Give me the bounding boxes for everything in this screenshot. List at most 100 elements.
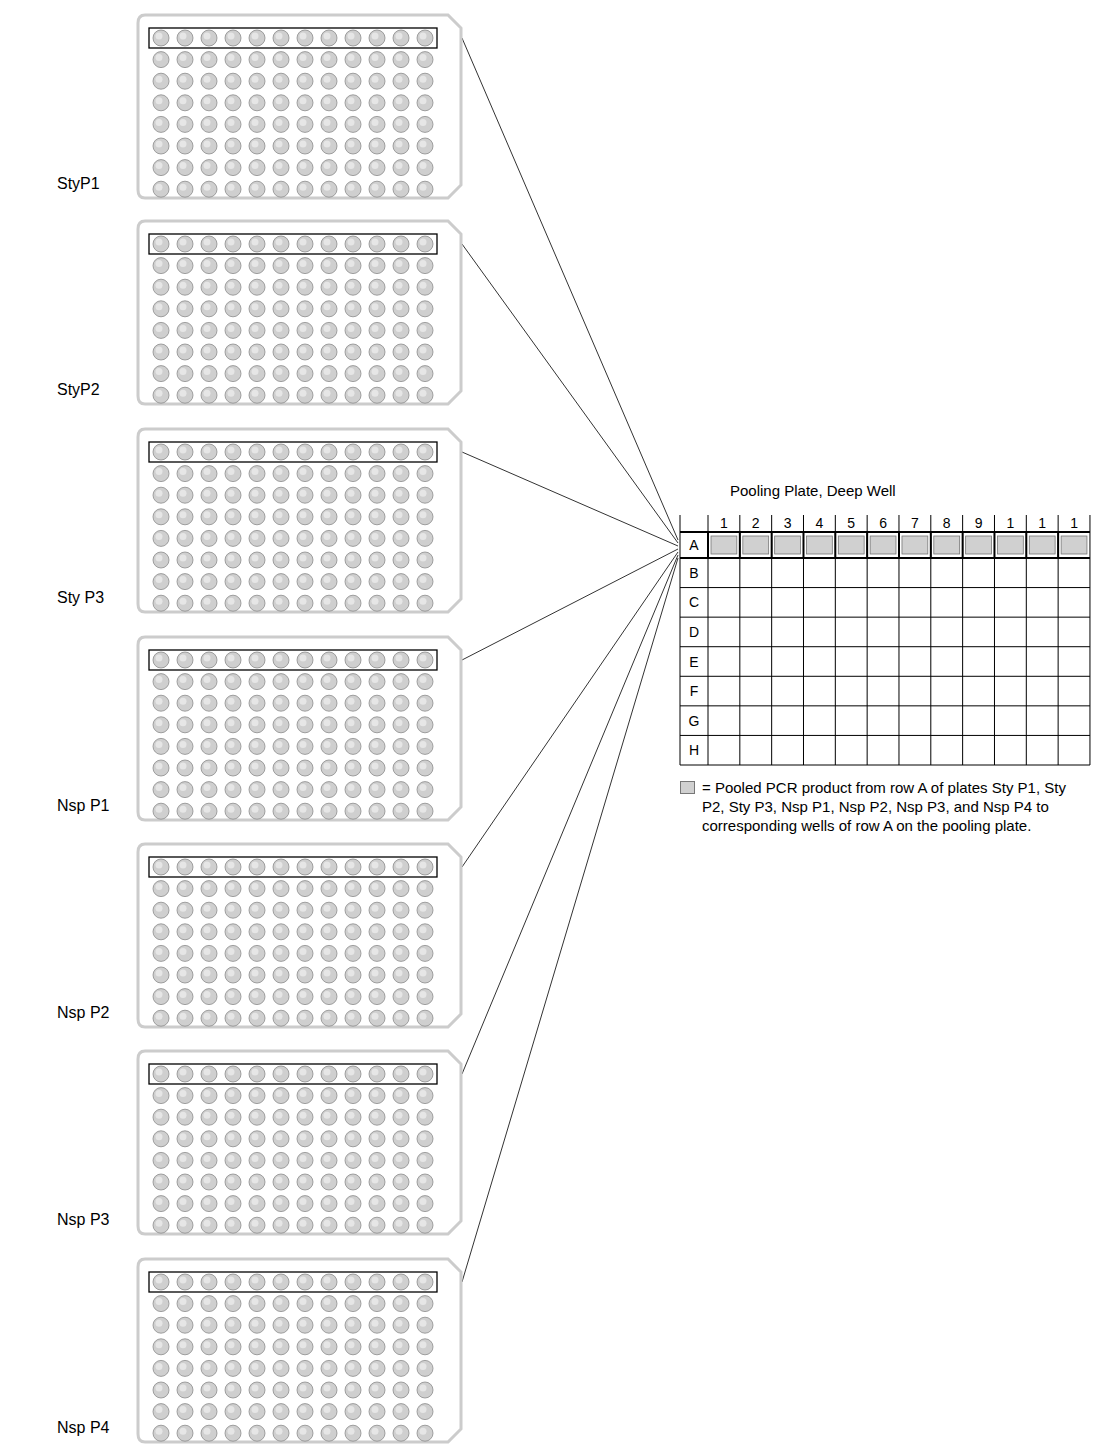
well-highlight xyxy=(372,784,379,791)
well-highlight xyxy=(252,468,259,475)
well-highlight xyxy=(252,763,259,770)
well xyxy=(369,552,385,568)
well xyxy=(321,279,337,295)
well-highlight xyxy=(276,447,283,454)
well-highlight xyxy=(180,1385,187,1392)
well xyxy=(201,344,217,360)
well-highlight xyxy=(420,655,427,662)
well xyxy=(249,652,265,668)
well xyxy=(393,1217,409,1233)
well xyxy=(297,116,313,132)
well xyxy=(153,1425,169,1441)
well-highlight xyxy=(276,948,283,955)
row-highlight-box xyxy=(149,442,437,462)
well-highlight xyxy=(420,806,427,813)
well xyxy=(225,30,241,46)
well-highlight xyxy=(180,698,187,705)
well xyxy=(225,738,241,754)
well-highlight xyxy=(348,741,355,748)
well-highlight xyxy=(420,1177,427,1184)
well xyxy=(321,1109,337,1125)
row-highlight-box xyxy=(149,650,437,670)
well-highlight xyxy=(252,1069,259,1076)
well-highlight xyxy=(300,1133,307,1140)
well-highlight xyxy=(204,1198,211,1205)
well xyxy=(249,989,265,1005)
well xyxy=(393,803,409,819)
well-highlight xyxy=(156,260,163,267)
well xyxy=(177,738,193,754)
well-highlight xyxy=(156,926,163,933)
well xyxy=(153,1217,169,1233)
well xyxy=(345,1425,361,1441)
well-highlight xyxy=(300,763,307,770)
well xyxy=(249,52,265,68)
well-highlight xyxy=(420,948,427,955)
well xyxy=(201,52,217,68)
well-highlight xyxy=(324,1155,331,1162)
well xyxy=(417,803,433,819)
well-highlight xyxy=(156,1320,163,1327)
well xyxy=(369,466,385,482)
row-letter: D xyxy=(680,623,708,641)
well-highlight xyxy=(252,1277,259,1284)
well-highlight xyxy=(420,1298,427,1305)
well xyxy=(345,181,361,197)
well-highlight xyxy=(228,719,235,726)
pooled-well xyxy=(902,536,928,554)
well xyxy=(297,1317,313,1333)
well xyxy=(201,945,217,961)
well xyxy=(369,95,385,111)
well-highlight xyxy=(372,447,379,454)
well-highlight xyxy=(228,260,235,267)
well xyxy=(177,782,193,798)
well-highlight xyxy=(324,1406,331,1413)
well xyxy=(153,881,169,897)
well xyxy=(297,444,313,460)
well-highlight xyxy=(180,806,187,813)
well xyxy=(273,1274,289,1290)
well xyxy=(225,344,241,360)
well-highlight xyxy=(156,1177,163,1184)
well xyxy=(369,366,385,382)
well xyxy=(417,552,433,568)
grid-line xyxy=(994,515,995,765)
well xyxy=(177,1404,193,1420)
well xyxy=(249,181,265,197)
well xyxy=(321,859,337,875)
well xyxy=(153,487,169,503)
well xyxy=(321,782,337,798)
well-highlight xyxy=(276,347,283,354)
well-highlight xyxy=(324,1341,331,1348)
well xyxy=(321,738,337,754)
well xyxy=(201,1404,217,1420)
well xyxy=(345,1339,361,1355)
well-highlight xyxy=(276,97,283,104)
well xyxy=(321,760,337,776)
well-highlight xyxy=(324,676,331,683)
well xyxy=(345,1131,361,1147)
well xyxy=(249,344,265,360)
well xyxy=(345,322,361,338)
well xyxy=(369,73,385,89)
well xyxy=(177,116,193,132)
well xyxy=(417,466,433,482)
well xyxy=(249,530,265,546)
well xyxy=(225,1088,241,1104)
well xyxy=(345,1109,361,1125)
well-highlight xyxy=(396,33,403,40)
well xyxy=(393,258,409,274)
well xyxy=(417,366,433,382)
well xyxy=(201,695,217,711)
well-highlight xyxy=(372,1428,379,1435)
well-highlight xyxy=(300,1406,307,1413)
well-highlight xyxy=(300,1320,307,1327)
well-highlight xyxy=(228,1133,235,1140)
well xyxy=(201,924,217,940)
well-highlight xyxy=(156,784,163,791)
well xyxy=(273,717,289,733)
well xyxy=(345,1152,361,1168)
well-highlight xyxy=(300,282,307,289)
well-highlight xyxy=(180,511,187,518)
plate-label: StyP2 xyxy=(57,381,100,399)
